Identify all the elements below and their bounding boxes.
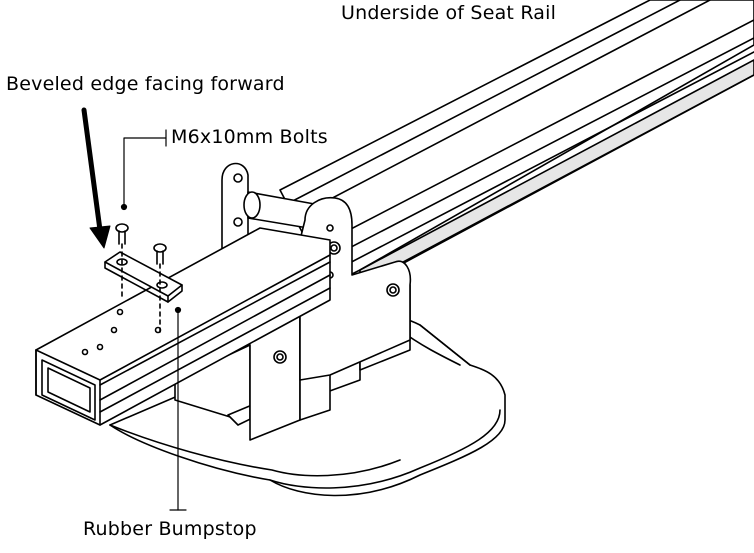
bevel-plate — [104, 251, 183, 303]
label-bolts: M6x10mm Bolts — [171, 126, 328, 148]
arrow-icon — [81, 107, 111, 249]
leader-lines — [120, 129, 187, 511]
label-seat-rail: Underside of Seat Rail — [341, 2, 557, 24]
channel-rail — [35, 227, 331, 426]
bolt-1 — [115, 223, 129, 301]
label-beveled-edge: Beveled edge facing forward — [6, 73, 285, 95]
label-bumpstop: Rubber Bumpstop — [83, 518, 257, 540]
bolt-2 — [153, 243, 167, 333]
